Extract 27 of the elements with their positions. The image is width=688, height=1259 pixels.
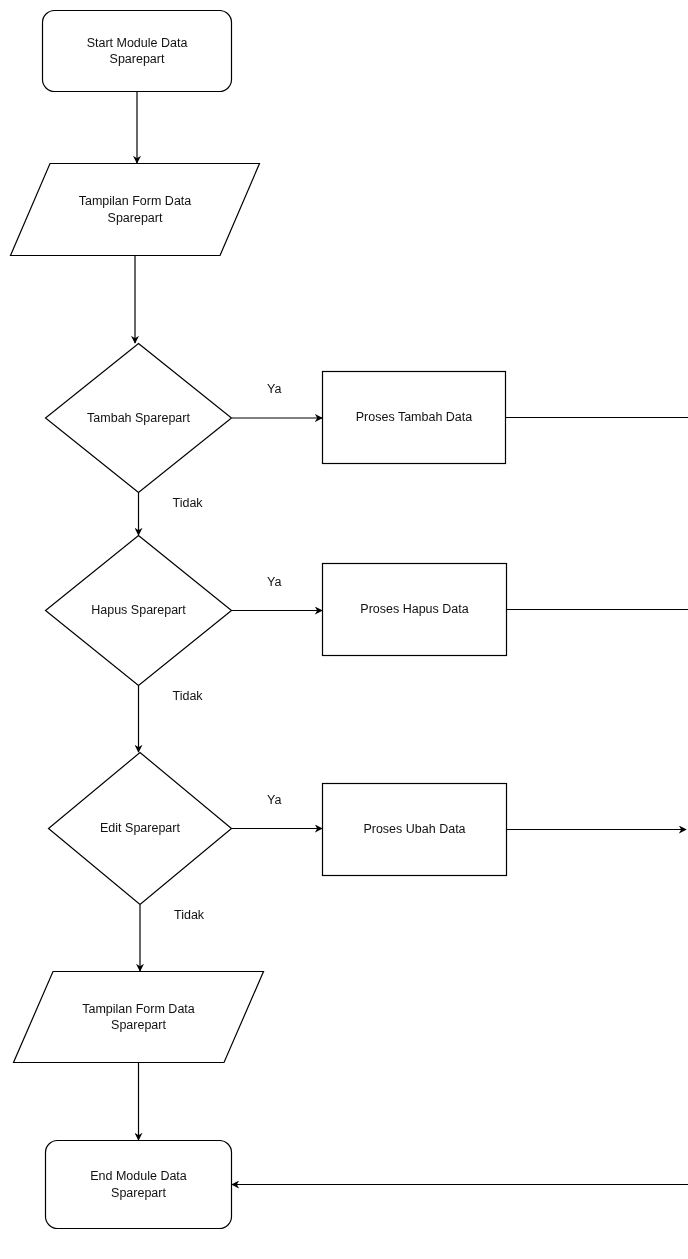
node-text: Hapus Sparepart bbox=[91, 602, 186, 619]
arrow bbox=[506, 825, 687, 834]
node-text: Tampilan Form Data Sparepart bbox=[81, 1000, 196, 1034]
node-text: End Module Data Sparepart bbox=[89, 1168, 188, 1201]
edge-label: Ya bbox=[267, 574, 282, 589]
edge-label: Tidak bbox=[174, 908, 205, 922]
arrow bbox=[134, 492, 143, 536]
arrow bbox=[231, 824, 323, 833]
edge-label: Tidak bbox=[172, 689, 203, 703]
arrow bbox=[136, 904, 144, 972]
node-text: Edit Sparepart bbox=[100, 820, 180, 837]
arrow bbox=[134, 1062, 143, 1141]
node-text: Proses Ubah Data bbox=[363, 821, 466, 838]
node-text: Proses Hapus Data bbox=[360, 601, 469, 618]
arrow bbox=[231, 606, 323, 615]
arrow bbox=[231, 414, 323, 422]
node-text: Tambah Sparepart bbox=[87, 409, 190, 427]
edge-label: Ya bbox=[267, 382, 282, 396]
edge-label: Ya bbox=[267, 792, 282, 807]
arrow bbox=[131, 255, 139, 344]
edge-label: Tidak bbox=[172, 496, 203, 510]
node-text: Tampilan Form Data Sparepart bbox=[77, 193, 193, 226]
arrow bbox=[134, 685, 143, 753]
node-text: Start Module Data Sparepart bbox=[85, 34, 189, 68]
arrow bbox=[133, 91, 141, 164]
arrow bbox=[231, 1180, 688, 1189]
node-text: Proses Tambah Data bbox=[355, 409, 473, 426]
